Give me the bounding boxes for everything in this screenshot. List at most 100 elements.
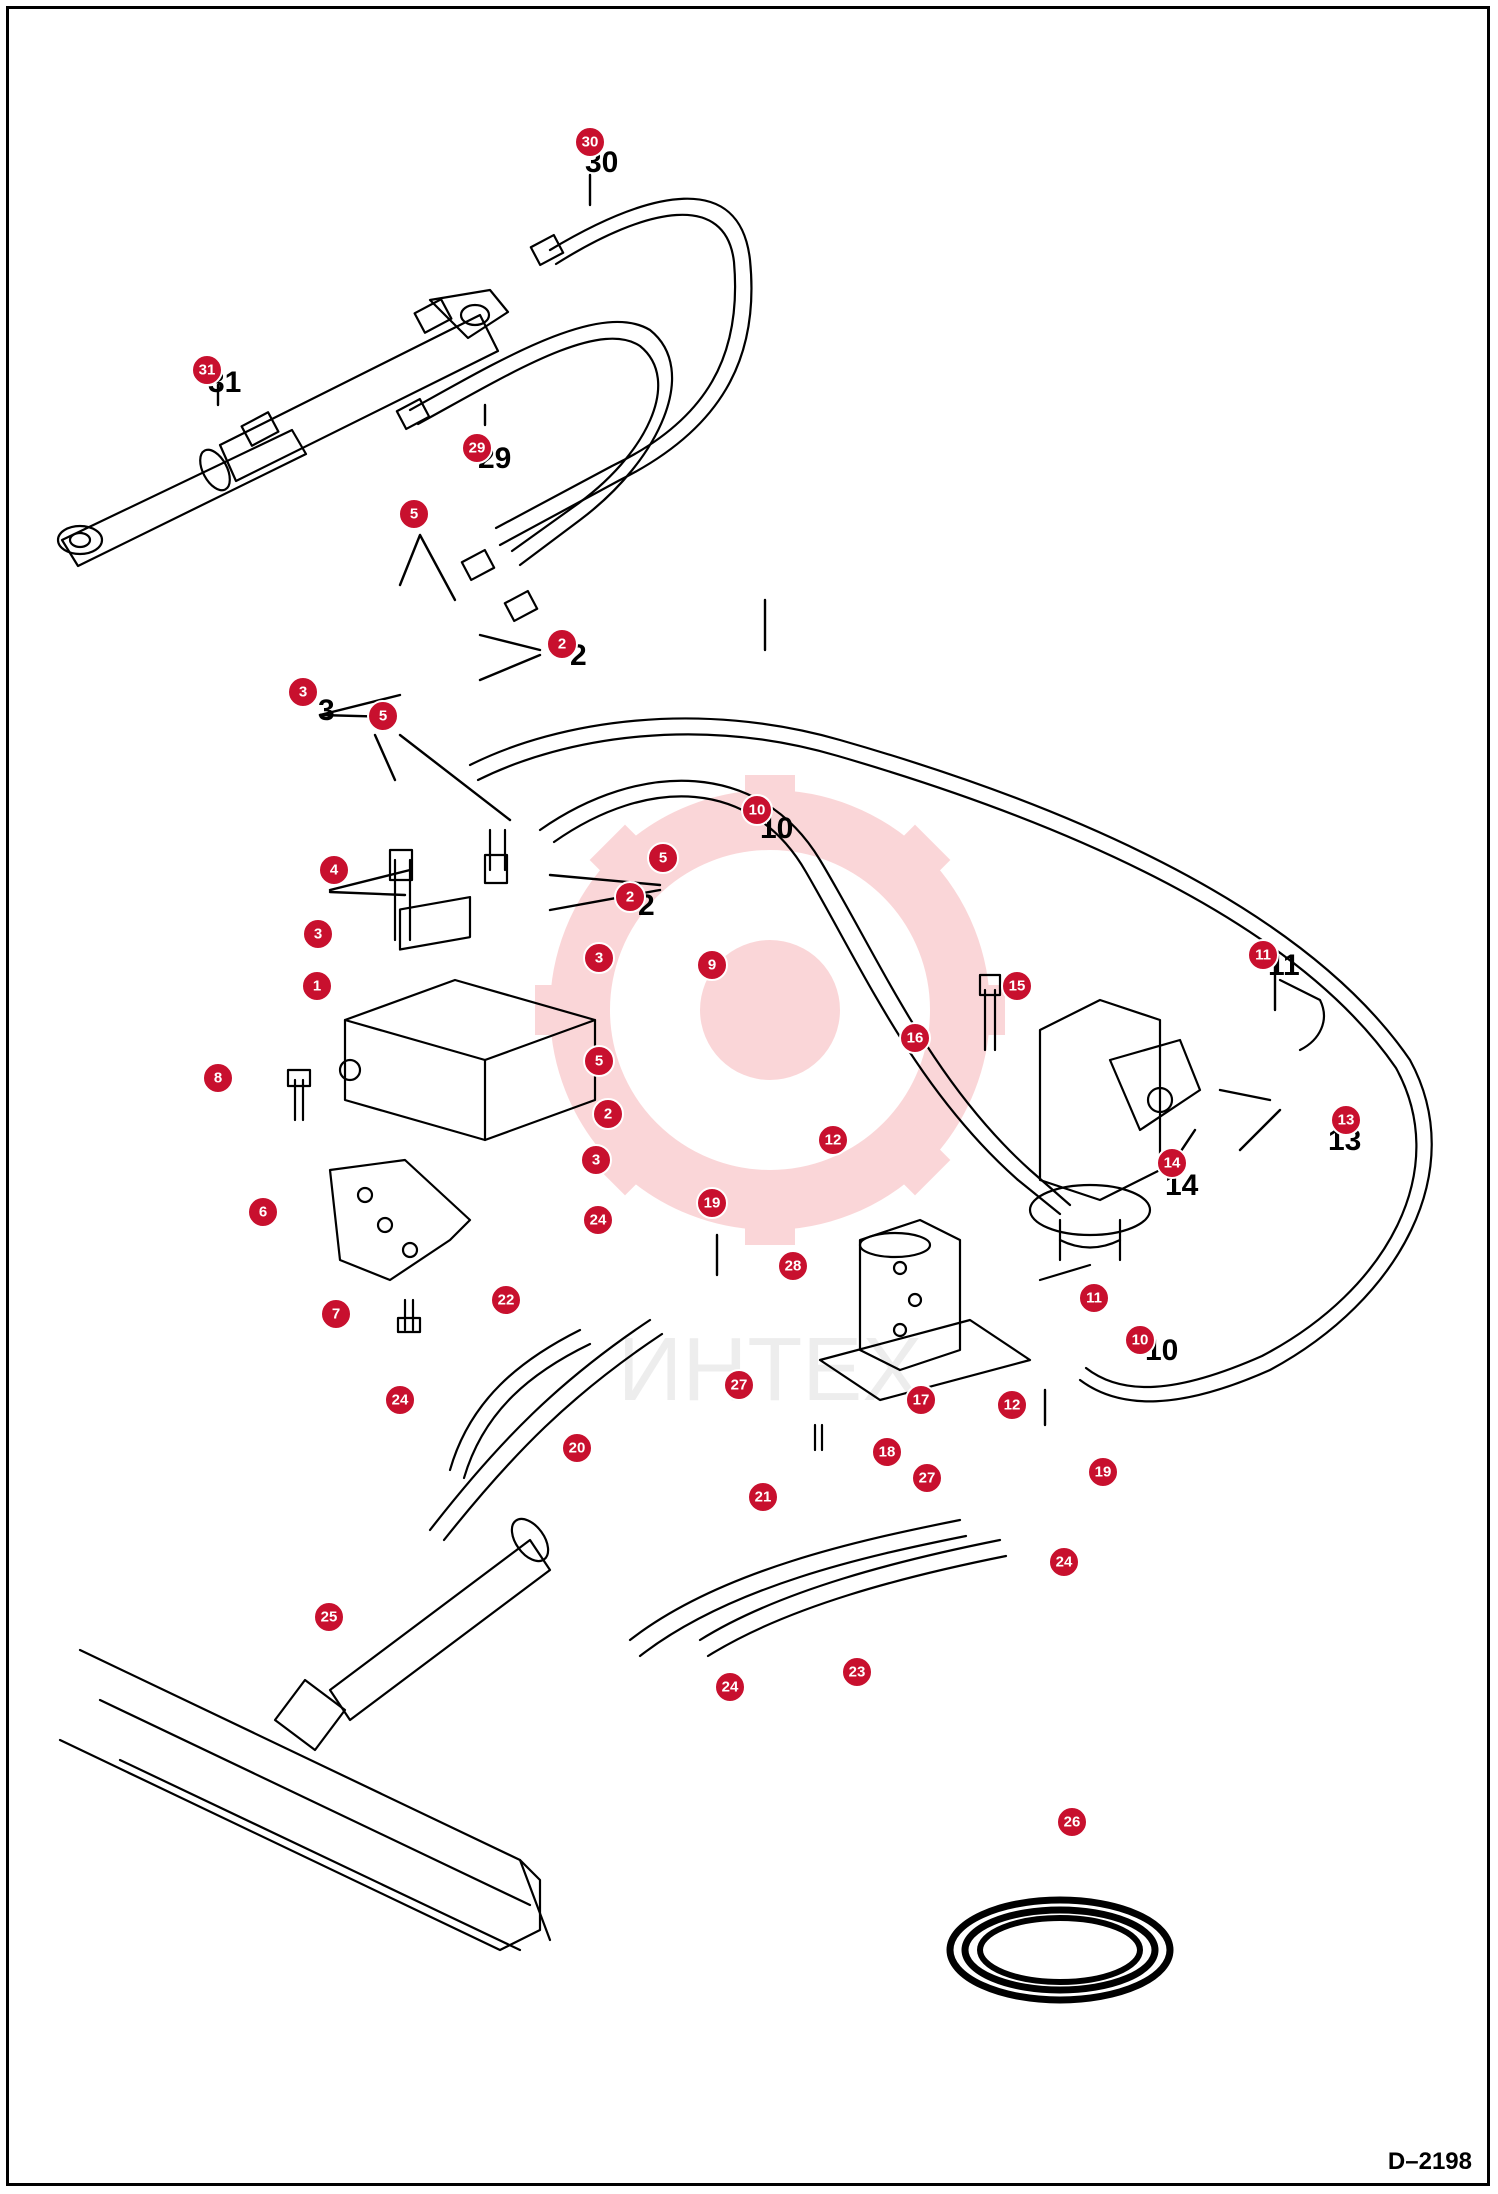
callout-19: 19: [1087, 1456, 1119, 1488]
svg-text:2: 2: [626, 889, 634, 906]
callout-7: 7: [320, 1298, 352, 1330]
svg-text:10: 10: [749, 802, 766, 819]
watermark-logo: [535, 775, 1005, 1245]
svg-text:12: 12: [825, 1132, 842, 1149]
callout-9: 9: [696, 949, 728, 981]
callout-29: 29: [461, 432, 493, 464]
callout-15: 15: [1001, 970, 1033, 1002]
swing-motor: [978, 973, 1202, 1262]
callout-19: 19: [696, 1187, 728, 1219]
callout-11: 11: [1078, 1282, 1110, 1314]
svg-text:5: 5: [379, 708, 387, 725]
callout-30: 30: [574, 126, 606, 158]
svg-text:15: 15: [1009, 978, 1026, 995]
svg-text:3: 3: [595, 950, 603, 967]
svg-text:26: 26: [1064, 1814, 1081, 1831]
callout-24: 24: [714, 1671, 746, 1703]
svg-text:24: 24: [590, 1212, 607, 1229]
svg-text:2: 2: [604, 1106, 612, 1123]
callout-11: 11: [1247, 939, 1279, 971]
lower-hoses: [428, 1318, 1008, 1658]
callout-23: 23: [841, 1656, 873, 1688]
svg-text:12: 12: [1004, 1397, 1021, 1414]
svg-text:8: 8: [214, 1070, 222, 1087]
drawing-frame: [6, 6, 1490, 2186]
svg-text:24: 24: [722, 1679, 739, 1696]
callout-4: 4: [318, 854, 350, 886]
svg-text:16: 16: [907, 1030, 924, 1047]
callout-5: 5: [367, 700, 399, 732]
callout-10: 10: [1124, 1324, 1156, 1356]
callout-10: 10: [741, 794, 773, 826]
callout-12: 12: [817, 1124, 849, 1156]
svg-text:11: 11: [1255, 947, 1271, 964]
boom-swing-cylinder: [56, 288, 510, 568]
printed-labels: 30 31 29 2 3 2 10 11 13 14 10: [208, 146, 1361, 1367]
svg-text:5: 5: [410, 506, 418, 523]
callouts: 30 31 29 5 2 3 5 4 3 5 2 3 1 8 6 7 9 5 2…: [191, 126, 1362, 1838]
svg-text:20: 20: [569, 1440, 586, 1457]
callout-5: 5: [647, 842, 679, 874]
svg-text:13: 13: [1338, 1112, 1355, 1129]
svg-text:22: 22: [498, 1292, 515, 1309]
callout-18: 18: [871, 1436, 903, 1468]
svg-text:19: 19: [1095, 1464, 1112, 1481]
svg-text:7: 7: [332, 1306, 340, 1323]
callout-17: 17: [905, 1384, 937, 1416]
callout-28: 28: [777, 1250, 809, 1282]
svg-text:5: 5: [595, 1053, 603, 1070]
svg-text:14: 14: [1164, 1155, 1181, 1172]
callout-21: 21: [747, 1481, 779, 1513]
callout-26: 26: [1056, 1806, 1088, 1838]
leader-lines: [216, 173, 1282, 1427]
svg-text:29: 29: [469, 440, 486, 457]
callout-16: 16: [899, 1022, 931, 1054]
callout-5: 5: [398, 498, 430, 530]
svg-text:31: 31: [199, 362, 216, 379]
svg-text:3: 3: [592, 1152, 600, 1169]
valve-mounting-bracket: [286, 1068, 472, 1334]
callout-14: 14: [1156, 1147, 1188, 1179]
svg-text:5: 5: [659, 850, 667, 867]
label-3a: 3: [318, 694, 335, 727]
callout-24: 24: [1048, 1546, 1080, 1578]
svg-text:3: 3: [314, 926, 322, 943]
blade-cylinder: [273, 1517, 552, 1752]
callout-27: 27: [723, 1369, 755, 1401]
callout-24: 24: [384, 1384, 416, 1416]
svg-text:3: 3: [299, 684, 307, 701]
callout-27: 27: [911, 1462, 943, 1494]
callout-6: 6: [247, 1196, 279, 1228]
callout-3: 3: [580, 1144, 612, 1176]
watermark-text: ИНТЕХ: [618, 1320, 923, 1420]
svg-text:4: 4: [330, 862, 339, 879]
callout-3: 3: [287, 676, 319, 708]
callout-12: 12: [996, 1389, 1028, 1421]
svg-text:1: 1: [313, 978, 321, 995]
long-loop-hoses: [468, 717, 1433, 1403]
svg-text:19: 19: [704, 1195, 721, 1212]
svg-text:9: 9: [708, 957, 716, 974]
svg-text:25: 25: [321, 1609, 338, 1626]
svg-text:28: 28: [785, 1258, 802, 1275]
svg-text:24: 24: [392, 1392, 409, 1409]
callout-3: 3: [583, 942, 615, 974]
callout-2: 2: [614, 881, 646, 913]
svg-text:30: 30: [582, 134, 599, 151]
callout-22: 22: [490, 1284, 522, 1316]
svg-text:17: 17: [913, 1392, 930, 1409]
svg-text:11: 11: [1086, 1290, 1102, 1307]
callout-2: 2: [592, 1098, 624, 1130]
svg-text:6: 6: [259, 1204, 267, 1221]
hose-coil: [946, 1896, 1174, 2004]
upper-hose-loops: [395, 197, 753, 623]
callout-24: 24: [582, 1204, 614, 1236]
center-swivel-joint: [813, 1218, 1032, 1452]
drawing-code: D–2198: [1387, 2148, 1472, 2175]
callout-25: 25: [313, 1601, 345, 1633]
svg-text:24: 24: [1056, 1554, 1073, 1571]
callout-31: 31: [191, 354, 223, 386]
svg-text:21: 21: [755, 1489, 772, 1506]
svg-text:27: 27: [731, 1377, 748, 1394]
